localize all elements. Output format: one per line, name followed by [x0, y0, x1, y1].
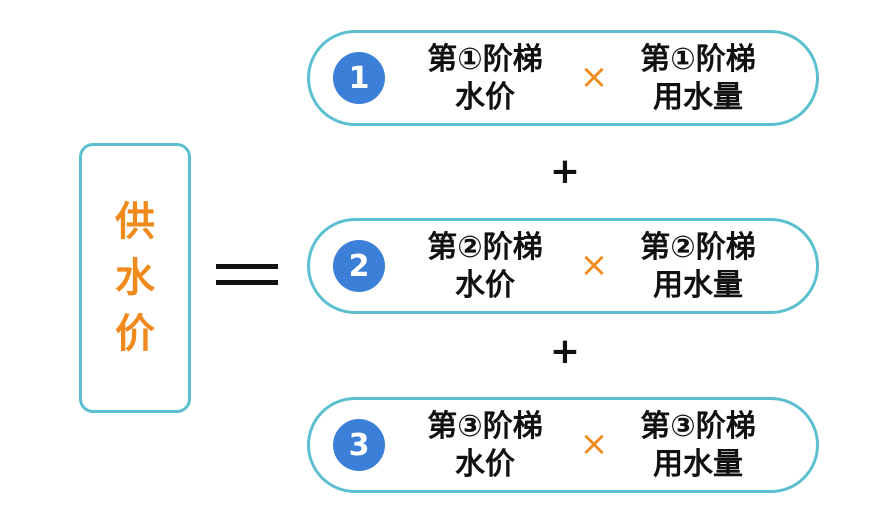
tier-price-line2: 水价 [455, 268, 515, 303]
tier-price-line1: 第①阶梯 [427, 42, 543, 77]
plus-sign: + [549, 331, 581, 372]
tier-number-badge: 3 [333, 419, 385, 471]
tier-usage-term: 第①阶梯 用水量 [618, 41, 778, 117]
tier-usage-term: 第③阶梯 用水量 [618, 408, 778, 484]
tier-price-term: 第①阶梯 水价 [405, 41, 565, 117]
multiply-sign: × [579, 57, 609, 97]
tier-price-line1: 第③阶梯 [427, 409, 543, 444]
tier-number-badge: 2 [333, 240, 385, 292]
result-label: 供水价 [115, 199, 155, 357]
tier-price-line1: 第②阶梯 [427, 230, 543, 265]
tier-price-line2: 水价 [455, 447, 515, 482]
plus-sign: + [549, 151, 581, 192]
tier-usage-line2: 用水量 [653, 447, 743, 482]
tier-usage-line1: 第②阶梯 [640, 230, 756, 265]
tier-usage-line2: 用水量 [653, 268, 743, 303]
tier-usage-line1: 第③阶梯 [640, 409, 756, 444]
equals-sign [216, 262, 278, 288]
tier-row-2: 2 第②阶梯 水价 × 第②阶梯 用水量 [307, 218, 819, 314]
tier-number-badge: 1 [333, 52, 385, 104]
multiply-sign: × [579, 424, 609, 464]
tier-usage-line2: 用水量 [653, 80, 743, 115]
tier-row-3: 3 第③阶梯 水价 × 第③阶梯 用水量 [307, 397, 819, 493]
tier-usage-line1: 第①阶梯 [640, 42, 756, 77]
result-box: 供水价 [79, 143, 191, 413]
tier-usage-term: 第②阶梯 用水量 [618, 229, 778, 305]
tier-price-term: 第②阶梯 水价 [405, 229, 565, 305]
tier-price-line2: 水价 [455, 80, 515, 115]
tier-row-1: 1 第①阶梯 水价 × 第①阶梯 用水量 [307, 30, 819, 126]
multiply-sign: × [579, 245, 609, 285]
tier-price-term: 第③阶梯 水价 [405, 408, 565, 484]
